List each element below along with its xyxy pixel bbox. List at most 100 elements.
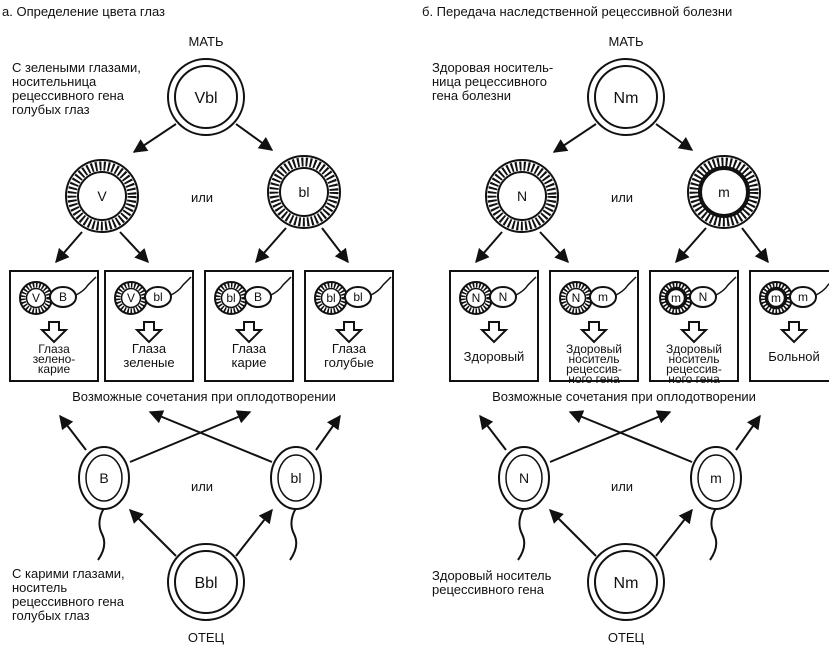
mother-note: Здоровая носитель- [432,60,553,75]
arrow-sperm-to-combo [549,410,672,463]
egg-nucleus-wall [279,167,329,217]
mini-sperm-tail [170,276,192,296]
egg-corona [689,157,759,227]
mini-egg-allele: m [771,291,781,305]
mini-sperm-tail [515,276,537,296]
result-arrow [779,321,809,344]
arrow-sperm-to-combo [568,410,693,463]
mini-egg-allele: V [32,291,40,305]
result-label: голубые [324,355,374,370]
result-label: Глаза [38,342,70,356]
mini-egg-nucleus [465,287,487,309]
egg-corona [487,161,557,231]
father-note: Здоровый носитель [432,568,552,583]
egg-corona [67,161,137,231]
mini-egg-allele: bl [326,291,335,305]
result-label: Глаза [232,341,267,356]
allele-label: N [519,470,529,486]
mini-sperm-tail [370,276,392,296]
or-label-bottom: или [191,479,213,494]
arrow-sperm-to-combo [315,414,341,451]
allele-label: m [718,184,730,200]
mini-sperm-allele: bl [353,290,362,304]
result-label: Глаза [332,341,367,356]
sperm-nucleus [697,454,735,502]
mini-egg-corona [560,282,592,314]
sperm-nucleus [277,454,315,502]
result-label: рецессив- [666,362,722,376]
cell-inner-ring [594,65,658,129]
mother-cell: Nm [587,58,665,136]
allele-label: V [97,188,107,204]
egg-nucleus-wall [497,171,547,221]
mini-egg-corona [20,282,52,314]
mini-egg-allele: N [472,291,481,305]
mini-sperm-tail [270,276,292,296]
cell-inner-ring [174,65,238,129]
arrow-egg-to-box [255,227,287,264]
arrow-sperm-to-combo [735,414,761,451]
result-label: ного гена [568,372,620,386]
mini-sperm-allele: B [59,290,67,304]
panel-title: б. Передача наследственной рецессивной б… [422,4,732,19]
mother-note: С зелеными глазами, [12,60,141,75]
arrow-father-to-sperm-right [235,508,273,557]
mini-egg-nucleus [320,287,342,309]
sperm-tail [289,507,298,561]
result-label: Здоровый [464,349,525,364]
mini-sperm-allele: B [254,290,262,304]
arrow-mother-to-egg-right [655,123,694,151]
mini-sperm-allele: m [598,290,608,304]
cell-inner-ring [174,550,238,614]
arrow-mother-to-egg-left [552,123,597,153]
arrow-mother-to-egg-left [132,123,177,153]
arrow-father-to-sperm-left [129,509,177,557]
genotype-label: Vbl [194,90,217,107]
sperm-tail [517,507,526,561]
father-note: голубых глаз [12,608,90,623]
mother-label: МАТЬ [189,34,224,49]
mini-sperm-head [689,286,717,308]
mother-note: рецессивного гена [12,88,125,103]
result-label: карие [38,362,71,376]
arrow-egg-to-box [55,231,83,264]
mini-sperm-head [589,286,617,308]
mini-egg-corona [215,282,247,314]
mini-egg-allele: bl [226,291,235,305]
result-label: Здоровый [666,342,722,356]
result-label: Здоровый [566,342,622,356]
mini-egg-corona [660,282,692,314]
allele-label: bl [299,184,310,200]
result-arrow [579,321,609,344]
allele-label: B [99,470,108,486]
sperm-left: N [498,446,550,561]
result-arrow [679,321,709,344]
arrow-father-to-sperm-right [655,508,693,557]
genotype-label: Nm [614,575,639,592]
mini-egg-nucleus [664,286,688,310]
mini-sperm-head [244,286,272,308]
mini-egg-allele: m [671,291,681,305]
father-label: ОТЕЦ [188,630,225,645]
mini-sperm-head [789,286,817,308]
mini-sperm-tail [815,282,829,296]
mini-egg-corona [315,282,347,314]
result-label: носитель [669,352,720,366]
mother-cell: Vbl [167,58,245,136]
mini-egg-nucleus [25,287,47,309]
father-note: рецессивного гена [12,594,125,609]
mini-egg-nucleus [764,286,788,310]
mini-sperm-head [344,286,372,308]
sperm-right: m [690,446,742,561]
combinations-label: Возможные сочетания при оплодотворении [72,389,336,404]
arrow-father-to-sperm-left [549,509,597,557]
egg-nucleus-wall [77,171,127,221]
mini-sperm-allele: N [699,290,708,304]
mini-egg-nucleus [120,287,142,309]
arrow-mother-to-egg-right [235,123,274,151]
